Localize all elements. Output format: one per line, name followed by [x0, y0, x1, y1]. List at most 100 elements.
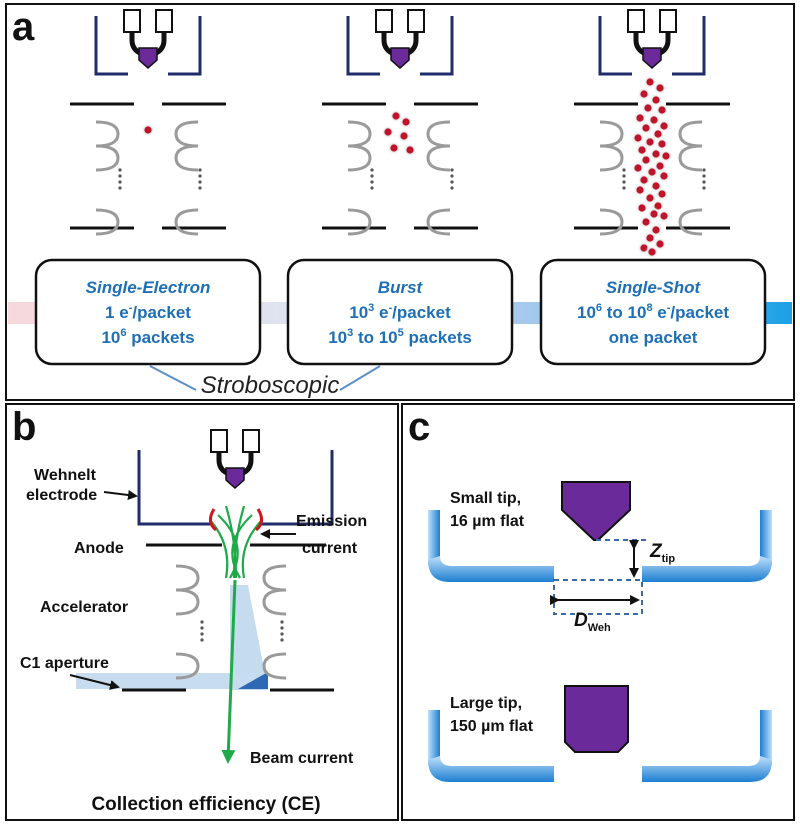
mode-box-single-shot: Single-Shot 106 to 108 e-/packet one pac…: [539, 258, 767, 366]
panel-b-letter: b: [12, 405, 36, 449]
accelerator-coil-icon: [426, 120, 452, 236]
electron-icon: [631, 161, 645, 175]
ellipsis-dot: [702, 180, 706, 184]
wehnelt-pointer: [103, 490, 138, 500]
anode-label: Anode: [74, 540, 124, 557]
electron-gun-schematic: [574, 10, 730, 259]
electron-icon: [635, 201, 649, 215]
accelerator-coil-icon: [174, 120, 200, 236]
ellipsis-dot: [450, 186, 454, 190]
ellipsis-dot: [118, 174, 122, 178]
ztip-label: Ztip: [649, 541, 675, 565]
accelerator-coil-icon: [598, 120, 624, 236]
panel-a: a Single-Electron 1 e-/packet 106 packet…: [5, 3, 795, 401]
electron-icon: [141, 123, 155, 137]
electron-icon: [387, 141, 401, 155]
ellipsis-dot: [702, 168, 706, 172]
panel-a-letter: a: [12, 5, 35, 49]
mode-title: Single-Shot: [606, 278, 702, 297]
panel-b: b: [5, 403, 399, 821]
mode-line1: 103 e-/packet: [349, 302, 451, 322]
ellipsis-dot: [198, 174, 202, 178]
collection-efficiency-label: Collection efficiency (CE): [91, 794, 320, 815]
large-tip-label-1: Large tip,: [450, 695, 522, 712]
beam-current-label: Beam current: [250, 750, 354, 767]
small-tip-label-1: Small tip,: [450, 490, 521, 507]
tip-holder-icon: [376, 10, 424, 68]
accelerator-label: Accelerator: [40, 599, 128, 616]
mode-title: Single-Electron: [86, 278, 211, 297]
dimension-guides: [553, 539, 646, 615]
emission-label-2: current: [302, 540, 358, 557]
c1-pointer: [69, 674, 120, 690]
panel-c-frame: [401, 403, 795, 821]
tip-holder-icon: [628, 10, 676, 68]
aperture-beam-band: [76, 673, 254, 689]
electron-icon: [631, 131, 645, 145]
electron-icon: [645, 245, 659, 259]
ellipsis-dot: [702, 186, 706, 190]
panel-c: c Small tip, 16 µm flat Ztip DWeh Large …: [401, 403, 795, 821]
electron-trajectories: [209, 505, 263, 579]
ellipsis-dot: [198, 186, 202, 190]
wehnelt-label-1: Wehnelt: [34, 467, 97, 484]
wehnelt-electrode: [598, 16, 706, 76]
stroboscopic-label: Stroboscopic: [201, 372, 340, 399]
electron-icon: [381, 125, 395, 139]
electron-icon: [657, 209, 671, 223]
ellipsis-dot: [450, 168, 454, 172]
accelerator-coil-icon: [94, 120, 120, 236]
electron-gun-schematic: [322, 10, 478, 236]
wehnelt-electrode: [94, 16, 202, 76]
wehnelt-small-tip: [428, 510, 772, 582]
wehnelt-electrode: [346, 16, 454, 76]
accelerator-coil-icon: [346, 120, 372, 236]
stroboscopic-bracket: [149, 365, 381, 391]
accelerator-coil-icon: [174, 564, 200, 680]
electron-icon: [403, 143, 417, 157]
dweh-label: DWeh: [574, 610, 611, 634]
ellipsis-dot: [622, 180, 626, 184]
ellipsis-dot: [198, 180, 202, 184]
aperture-deflector: [238, 672, 268, 689]
ellipsis-dot: [450, 180, 454, 184]
mode-box-burst: Burst 103 e-/packet 103 to 105 packets: [286, 258, 514, 366]
mode-box-single-electron: Single-Electron 1 e-/packet 106 packets: [34, 258, 262, 366]
tip-holder-icon: [124, 10, 172, 68]
ellipsis-dot: [622, 174, 626, 178]
ellipsis-dot: [118, 186, 122, 190]
emission-arc-left: [209, 508, 218, 532]
beam-current-arrow: [221, 579, 237, 764]
mode-line2: 106 packets: [101, 327, 194, 347]
c1-aperture-label: C1 aperture: [20, 655, 109, 672]
ellipsis-dot: [702, 174, 706, 178]
mode-title: Burst: [378, 278, 424, 297]
tip-holder-icon: [211, 430, 259, 488]
emission-arc-right: [254, 508, 263, 532]
accelerator-coil-icon: [678, 120, 704, 236]
ellipsis-dot: [370, 174, 374, 178]
electron-icon: [653, 81, 667, 95]
small-tip: [561, 481, 631, 541]
panel-a-frame: [5, 3, 795, 401]
wehnelt-large-tip: [428, 710, 772, 782]
panel-b-frame: [5, 403, 399, 821]
large-tip-label-2: 150 µm flat: [450, 718, 534, 735]
emission-label-1: Emission: [296, 513, 367, 530]
ellipsis-dot: [370, 168, 374, 172]
electron-icon: [637, 87, 651, 101]
ellipsis-dot: [370, 186, 374, 190]
mode-line1: 1 e-/packet: [105, 302, 191, 322]
ellipsis-dot: [622, 186, 626, 190]
ellipsis-dot: [450, 174, 454, 178]
mode-line2: one packet: [609, 328, 698, 347]
electron-icon: [399, 115, 413, 129]
ellipsis-dot: [370, 180, 374, 184]
wehnelt-label-2: electrode: [26, 487, 97, 504]
small-tip-label-2: 16 µm flat: [450, 513, 525, 530]
mode-line1: 106 to 108 e-/packet: [577, 302, 729, 322]
large-tip: [564, 685, 629, 753]
coil-ellipsis: [200, 620, 284, 642]
panel-c-letter: c: [408, 405, 430, 449]
